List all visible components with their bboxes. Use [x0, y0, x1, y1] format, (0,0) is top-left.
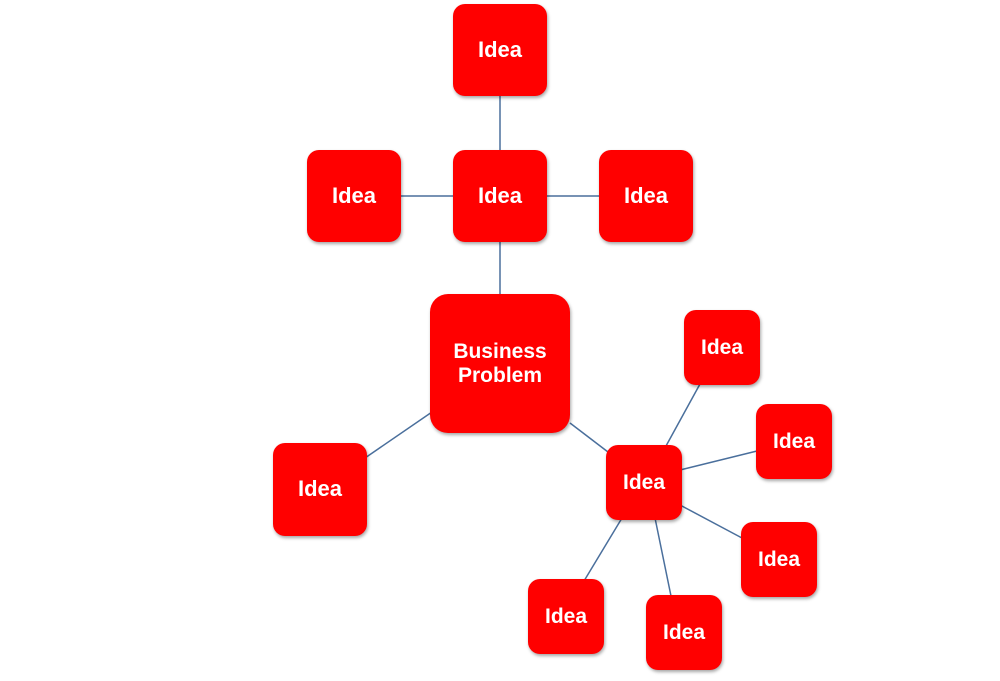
connector-root-to-lower-left — [364, 411, 433, 459]
idea-node-hub-right: Idea — [756, 404, 832, 479]
idea-node-hub-bottom-left-label: Idea — [544, 604, 588, 628]
idea-node-hub-bottom: Idea — [646, 595, 722, 670]
business-problem-line1: Business — [453, 340, 547, 364]
idea-node-top-label: Idea — [477, 36, 523, 62]
idea-node-upper-left-label: Idea — [331, 182, 377, 208]
idea-node-upper-right: Idea — [599, 150, 693, 242]
idea-node-hub-right-label: Idea — [772, 429, 816, 453]
business-problem-node: Business Problem — [430, 294, 570, 433]
idea-node-hub-top-label: Idea — [700, 335, 744, 359]
idea-node-lower-left: Idea — [273, 443, 367, 536]
idea-node-upper-center-label: Idea — [477, 182, 523, 208]
idea-node-hub-lower-right: Idea — [741, 522, 817, 597]
connector-hub-to-hub-top — [665, 383, 701, 447]
idea-node-upper-left: Idea — [307, 150, 401, 242]
connector-hub-to-hub-right — [679, 450, 758, 471]
idea-node-lower-left-label: Idea — [297, 476, 343, 502]
idea-node-top: Idea — [453, 4, 547, 96]
connector-hub-to-hub-bottom — [654, 517, 672, 597]
idea-node-upper-right-label: Idea — [623, 182, 669, 208]
connector-root-to-lower-hub — [569, 422, 609, 453]
idea-node-lower-hub: Idea — [606, 445, 682, 520]
connector-hub-to-hub-lower-right — [679, 504, 743, 539]
idea-node-lower-hub-label: Idea — [622, 470, 666, 494]
idea-node-upper-center: Idea — [453, 150, 547, 242]
idea-node-hub-bottom-left: Idea — [528, 579, 604, 654]
idea-node-hub-lower-right-label: Idea — [757, 547, 801, 571]
connector-hub-to-hub-bottom-left — [583, 517, 623, 582]
idea-node-hub-bottom-label: Idea — [662, 620, 706, 644]
business-problem-line2: Problem — [457, 363, 543, 387]
idea-node-hub-top: Idea — [684, 310, 760, 385]
